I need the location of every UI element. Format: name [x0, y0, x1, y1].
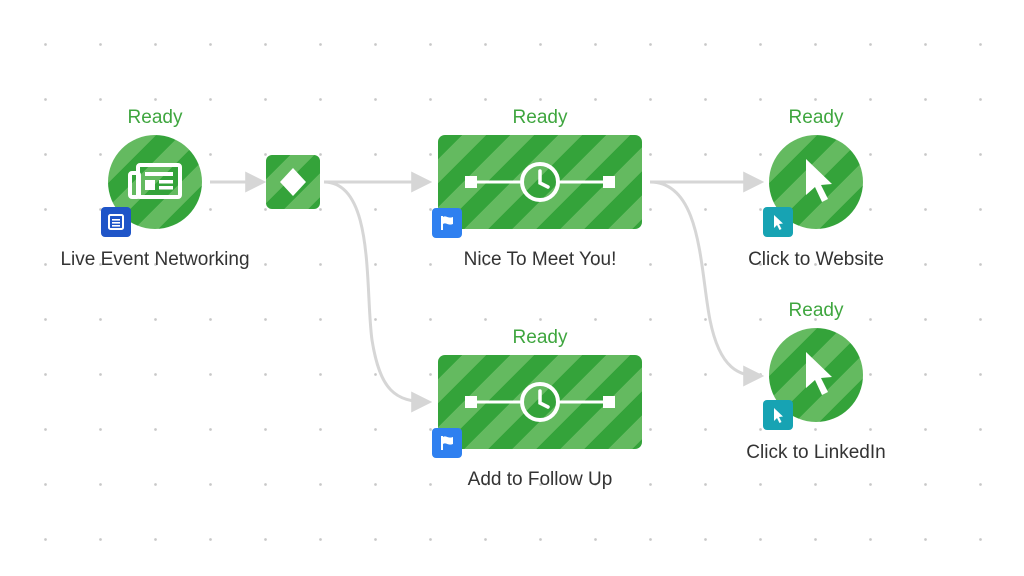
cursor-icon — [806, 352, 832, 395]
label-nice-to-meet-you: Nice To Meet You! — [463, 249, 617, 270]
label-live-event-networking: Live Event Networking — [60, 249, 250, 270]
status-add-follow-up: Ready — [512, 327, 568, 348]
cursor-badge-icon — [763, 207, 793, 237]
connector-split-to-follow-up — [323, 180, 433, 413]
newsletter-icon — [128, 163, 182, 199]
newsletter-badge-icon — [101, 207, 131, 237]
status-click-linkedin: Ready — [788, 300, 844, 321]
cursor-icon — [806, 159, 832, 202]
label-click-to-linkedin: Click to LinkedIn — [746, 442, 886, 463]
flag-icon — [432, 208, 462, 238]
status-click-website: Ready — [788, 107, 844, 128]
flag-icon — [432, 428, 462, 458]
clock-timeline-icon — [465, 162, 615, 202]
diamond-icon — [280, 168, 306, 196]
cursor-badge-icon — [763, 400, 793, 430]
status-nice-to-meet: Ready — [512, 107, 568, 128]
node-add-to-follow-up[interactable] — [438, 355, 642, 449]
node-split[interactable] — [266, 155, 320, 209]
connector-nice-to-meet-to-linkedin — [649, 180, 765, 387]
node-nice-to-meet-you[interactable] — [438, 135, 642, 229]
status-live-event: Ready — [127, 107, 183, 128]
clock-timeline-icon — [465, 382, 615, 422]
label-add-to-follow-up: Add to Follow Up — [467, 469, 613, 490]
label-click-to-website: Click to Website — [748, 249, 884, 270]
